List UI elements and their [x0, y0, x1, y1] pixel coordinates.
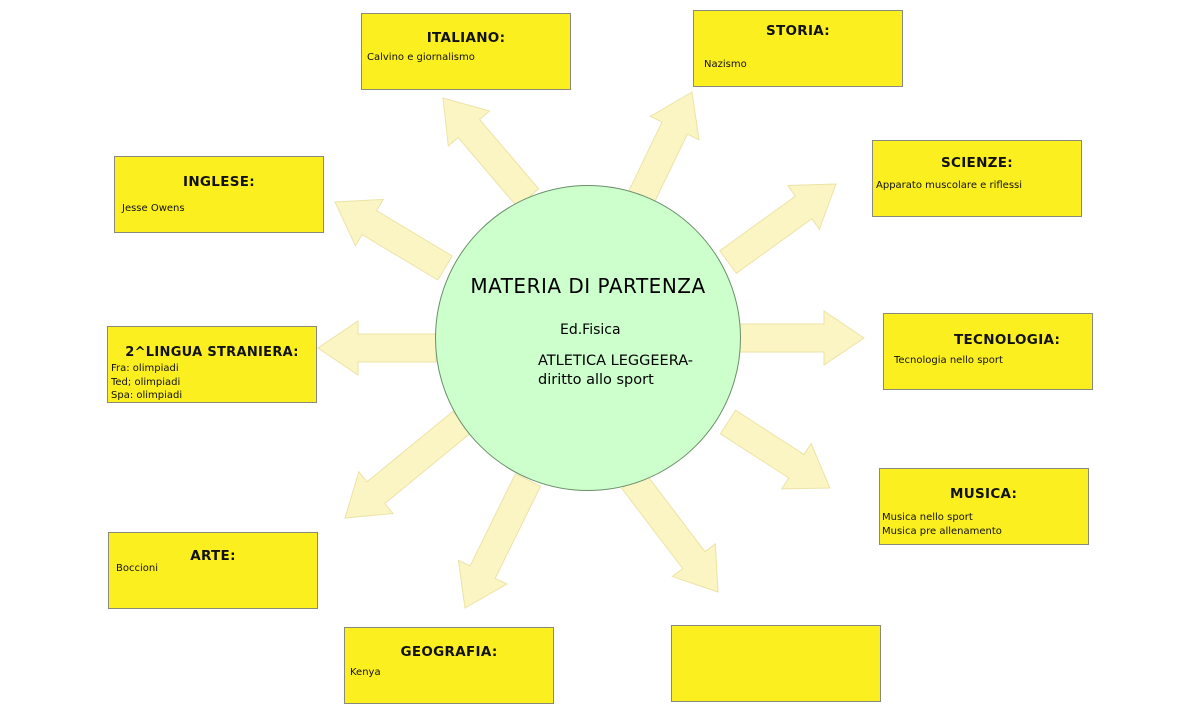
arrow-geografia — [457, 473, 542, 609]
box-body: Apparato muscolare e riflessi — [876, 180, 1023, 191]
box-title: INGLESE: — [183, 174, 255, 190]
arrow-storia — [626, 91, 700, 207]
box-title: STORIA: — [765, 23, 831, 39]
box-title: TECNOLOGIA: — [954, 332, 1061, 348]
box-body: Boccioni — [116, 563, 158, 574]
box-title: ITALIANO: — [426, 30, 506, 46]
arrow-lingua — [317, 320, 437, 376]
box-storia[interactable]: STORIA: Nazismo — [693, 10, 903, 87]
box-tecnologia[interactable]: TECNOLOGIA: Tecnologia nello sport — [883, 313, 1093, 390]
box-arte[interactable]: ARTE: Boccioni — [108, 532, 318, 609]
center-subject: Ed.Fisica — [560, 322, 621, 338]
box-body: Nazismo — [704, 59, 747, 70]
box-seconda-lingua[interactable]: 2^LINGUA STRANIERA: Fra: olimpiadi Ted; … — [107, 326, 317, 403]
box-title: SCIENZE: — [941, 155, 1013, 171]
box-empty[interactable] — [671, 625, 881, 702]
central-circle[interactable]: MATERIA DI PARTENZA Ed.Fisica ATLETICA L… — [435, 185, 741, 491]
box-body: Fra: olimpiadi Ted; olimpiadi Spa: olimp… — [111, 363, 183, 401]
arrow-musica — [719, 409, 831, 490]
arrow-inglese — [334, 198, 453, 281]
box-body: Musica nello sport Musica pre allenament… — [882, 512, 1002, 537]
arrow-empty — [621, 470, 719, 593]
center-title: MATERIA DI PARTENZA — [470, 274, 706, 298]
box-body: Jesse Owens — [122, 203, 185, 214]
box-body: Tecnologia nello sport — [894, 355, 1003, 366]
box-title: MUSICA: — [950, 486, 1018, 502]
box-scienze[interactable]: SCIENZE: Apparato muscolare e riflessi — [872, 140, 1082, 217]
box-body: Kenya — [350, 667, 381, 678]
arrow-scienze — [719, 183, 837, 274]
center-topic: ATLETICA LEGGEERA- diritto allo sport — [538, 353, 694, 388]
box-geografia[interactable]: GEOGRAFIA: Kenya — [344, 627, 554, 704]
box-body: Calvino e giornalismo — [367, 52, 475, 63]
box-title: ARTE: — [190, 548, 236, 564]
arrow-arte — [344, 410, 472, 519]
arrow-italiano — [442, 97, 540, 208]
arrow-tecnologia — [739, 310, 865, 366]
box-musica[interactable]: MUSICA: Musica nello sport Musica pre al… — [879, 468, 1089, 545]
box-italiano[interactable]: ITALIANO: Calvino e giornalismo — [361, 13, 571, 90]
box-title: 2^LINGUA STRANIERA: — [125, 345, 299, 360]
box-title: GEOGRAFIA: — [400, 644, 498, 660]
box-inglese[interactable]: INGLESE: Jesse Owens — [114, 156, 324, 233]
